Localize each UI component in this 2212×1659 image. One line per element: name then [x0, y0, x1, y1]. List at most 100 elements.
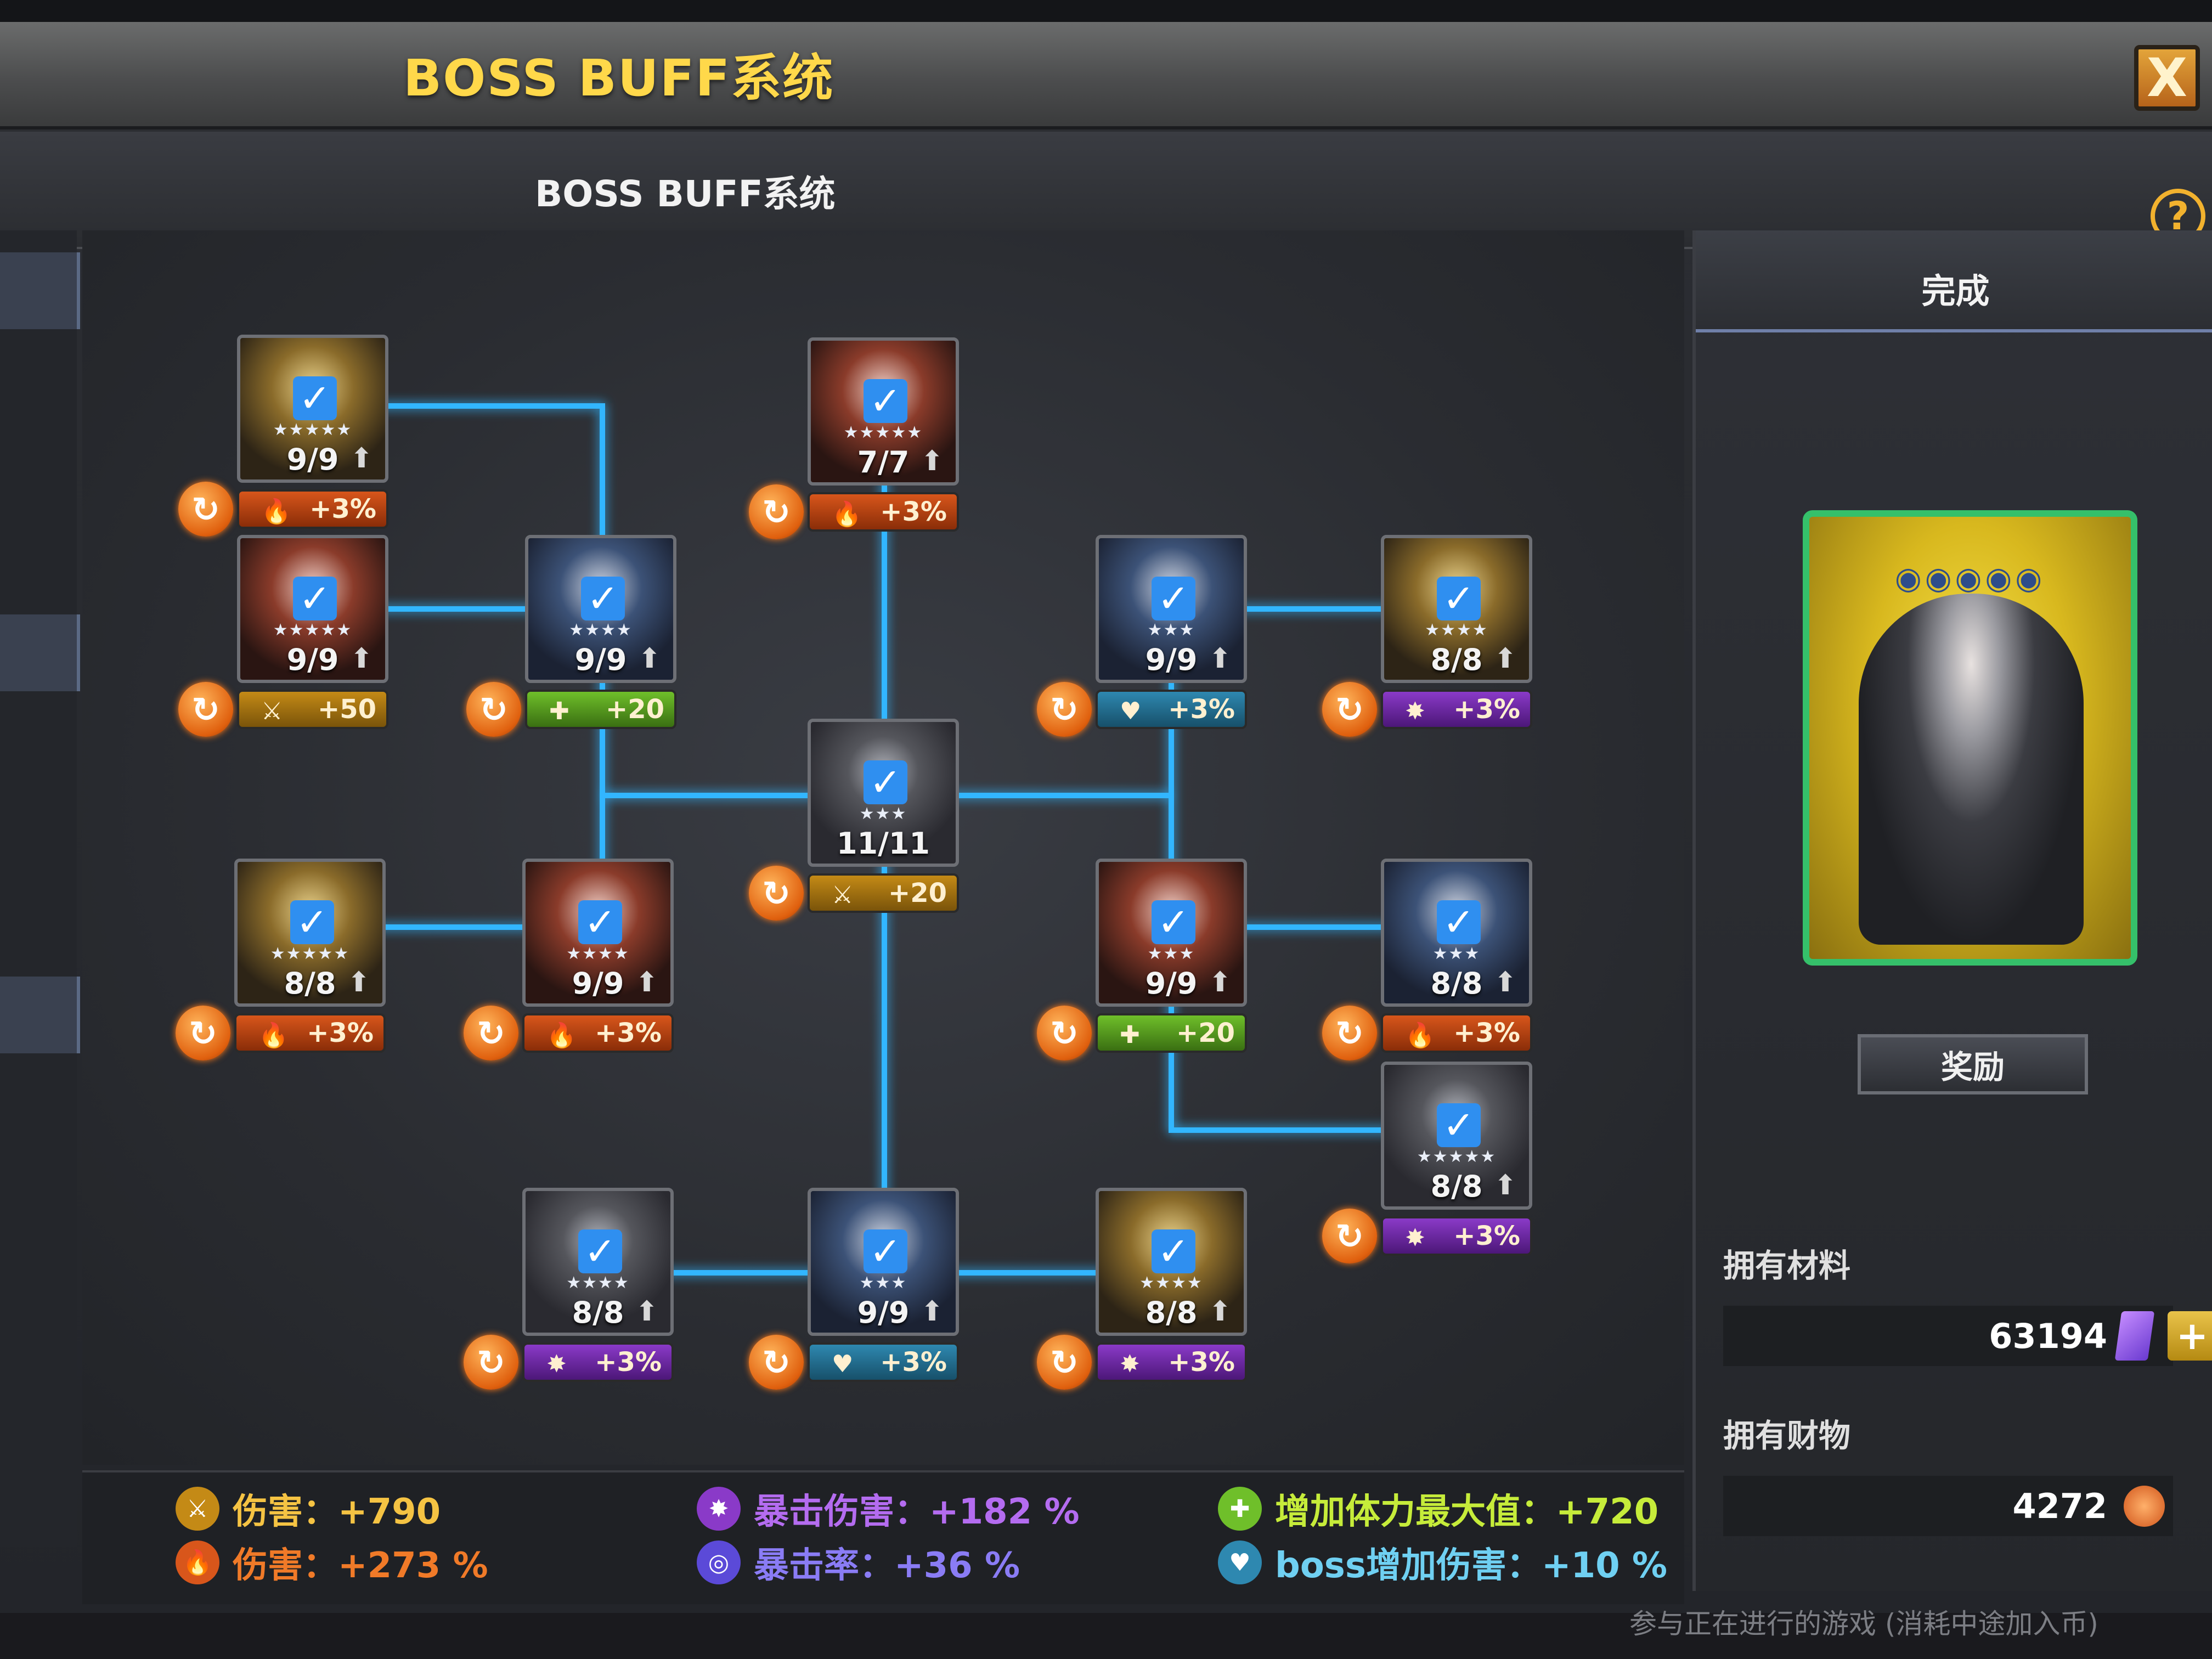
star-rating: ★★★★★: [270, 944, 350, 963]
upgrade-arrow-icon: ⬆: [1209, 1295, 1232, 1327]
upgrade-arrow-icon: ⬆: [635, 966, 658, 998]
left-tab-1[interactable]: [0, 252, 80, 329]
title-bar: BOSS BUFF系统 X: [0, 22, 2212, 129]
buff-node[interactable]: ✓ ★★★ 9/9 ⬆ ↻ ✚ +20: [1037, 859, 1254, 1060]
crit-icon: ✸: [546, 1350, 567, 1378]
buff-node[interactable]: ✓ ★★★ 11/11 ↻ ⚔ +20: [749, 719, 966, 921]
refresh-icon[interactable]: ↻: [466, 682, 521, 737]
buff-node[interactable]: ✓ ★★★★★ 8/8 ⬆ ↻ 🔥 +3%: [176, 859, 392, 1060]
refresh-icon[interactable]: ↻: [1322, 1006, 1377, 1060]
section-title: BOSS BUFF系统: [535, 173, 836, 215]
buff-value: +3%: [1168, 1347, 1235, 1378]
refresh-icon[interactable]: ↻: [176, 1006, 230, 1060]
node-progress: 9/9: [857, 1295, 910, 1330]
star-rating: ★★★: [1147, 620, 1195, 640]
star-rating: ★★★: [859, 804, 907, 823]
check-icon: ✓: [1152, 1229, 1195, 1274]
buff-node[interactable]: ✓ ★★★★★ 9/9 ⬆ ↻ 🔥 +3%: [178, 335, 395, 537]
node-progress: 9/9: [572, 966, 624, 1001]
buff-node[interactable]: ✓ ★★★★ 9/9 ⬆ ↻ ✚ +20: [466, 535, 683, 737]
refresh-icon[interactable]: ↻: [1037, 1006, 1092, 1060]
buff-node[interactable]: ✓ ★★★★★ 7/7 ⬆ ↻ 🔥 +3%: [749, 337, 966, 539]
refresh-icon[interactable]: ↻: [464, 1335, 518, 1390]
wealth-value: 4272: [2012, 1486, 2107, 1526]
close-button[interactable]: X: [2134, 45, 2200, 111]
check-icon: ✓: [1152, 900, 1195, 945]
buff-value: +3%: [880, 496, 947, 527]
buff-node[interactable]: ✓ ★★★★ 8/8 ⬆ ↻ ✸ +3%: [1322, 535, 1539, 737]
boss-portrait: ✓ ★★★★ 8/8 ⬆: [1096, 1188, 1247, 1336]
buff-value: +3%: [595, 1018, 662, 1048]
wealth-value-box: 4272: [1723, 1476, 2173, 1536]
buff-value: +50: [317, 694, 376, 725]
stats-summary: ⚔ 伤害：+790 🔥 伤害：+273 % ✸ 暴击伤害：+182 % ◎ 暴击…: [82, 1470, 1684, 1604]
node-progress: 9/9: [1145, 966, 1198, 1001]
boss-portrait: ✓ ★★★ 9/9 ⬆: [1096, 859, 1247, 1007]
sword-icon: ⚔: [832, 881, 854, 909]
buff-value: +20: [605, 694, 664, 725]
buff-bar: ✸ +3%: [1381, 690, 1532, 729]
upgrade-arrow-icon: ⬆: [347, 966, 370, 998]
buff-node[interactable]: ✓ ★★★ 9/9 ⬆ ↻ ♥ +3%: [749, 1188, 966, 1390]
stat-damage-pct: 🔥 伤害：+273 %: [176, 1537, 488, 1588]
boss-portrait: ✓ ★★★★ 8/8 ⬆: [522, 1188, 674, 1336]
node-progress: 9/9: [1145, 642, 1198, 677]
buff-node[interactable]: ✓ ★★★ 8/8 ⬆ ↻ 🔥 +3%: [1322, 859, 1539, 1060]
refresh-icon[interactable]: ↻: [1037, 682, 1092, 737]
stat-crit-rate: ◎ 暴击率：+36 %: [697, 1537, 1020, 1588]
hp-plus-icon: ✚: [1120, 1021, 1140, 1049]
buff-bar: ⚔ +50: [237, 690, 388, 729]
window-title: BOSS BUFF系统: [403, 49, 834, 108]
buff-value: +3%: [1453, 1018, 1520, 1048]
add-materials-button[interactable]: +: [2168, 1311, 2212, 1361]
buff-node[interactable]: ✓ ★★★★★ 9/9 ⬆ ↻ ⚔ +50: [178, 535, 395, 737]
buff-value: +3%: [1453, 694, 1520, 725]
refresh-icon[interactable]: ↻: [178, 682, 233, 737]
buff-node[interactable]: ✓ ★★★★★ 8/8 ⬆ ↻ ✸ +3%: [1322, 1062, 1539, 1263]
buff-bar: ✚ +20: [525, 690, 676, 729]
refresh-icon[interactable]: ↻: [1037, 1335, 1092, 1390]
node-progress: 8/8: [1430, 966, 1483, 1001]
reward-button[interactable]: 奖励: [1858, 1034, 2088, 1094]
hp-plus-icon: ✚: [549, 697, 569, 725]
buff-bar: 🔥 +3%: [1381, 1013, 1532, 1053]
upgrade-arrow-icon: ⬆: [1494, 1169, 1517, 1201]
refresh-icon[interactable]: ↻: [749, 1335, 804, 1390]
check-icon: ✓: [864, 379, 907, 424]
buff-node[interactable]: ✓ ★★★★ 8/8 ⬆ ↻ ✸ +3%: [1037, 1188, 1254, 1390]
boss-portrait: ✓ ★★★★★ 8/8 ⬆: [234, 859, 386, 1007]
buff-node[interactable]: ✓ ★★★★ 8/8 ⬆ ↻ ✸ +3%: [464, 1188, 680, 1390]
check-icon: ✓: [1437, 1103, 1481, 1148]
refresh-icon[interactable]: ↻: [749, 484, 804, 539]
buff-node[interactable]: ✓ ★★★★ 9/9 ⬆ ↻ 🔥 +3%: [464, 859, 680, 1060]
refresh-icon[interactable]: ↻: [1322, 682, 1377, 737]
buff-bar: ✸ +3%: [522, 1342, 674, 1382]
node-progress: 9/9: [286, 642, 339, 677]
check-icon: ✓: [864, 1229, 907, 1274]
fire-icon: 🔥: [261, 498, 291, 526]
left-tab-2[interactable]: [0, 614, 80, 691]
reward-card[interactable]: ◉◉◉◉◉: [1803, 510, 2137, 966]
buff-bar: ✸ +3%: [1381, 1216, 1532, 1256]
refresh-icon[interactable]: ↻: [464, 1006, 518, 1060]
sword-icon: ⚔: [176, 1487, 219, 1531]
boss-heart-icon: ♥: [1218, 1541, 1262, 1584]
check-icon: ✓: [290, 900, 334, 945]
buff-bar: ✸ +3%: [1096, 1342, 1247, 1382]
completion-title: 完成: [1921, 271, 1990, 311]
left-tab-3[interactable]: [0, 977, 80, 1053]
crit-icon: ✸: [1405, 697, 1425, 725]
upgrade-arrow-icon: ⬆: [1494, 966, 1517, 998]
materials-value: 63194: [1989, 1316, 2107, 1356]
refresh-icon[interactable]: ↻: [178, 482, 233, 537]
check-icon: ✓: [578, 1229, 622, 1274]
stat-crit-damage: ✸ 暴击伤害：+182 %: [697, 1483, 1080, 1534]
boss-portrait: ✓ ★★★★★ 9/9 ⬆: [237, 335, 388, 483]
buff-bar: ⚔ +20: [808, 873, 959, 913]
materials-label: 拥有材料: [1723, 1247, 1851, 1284]
boss-heart-icon: ♥: [1120, 697, 1142, 725]
buff-node[interactable]: ✓ ★★★ 9/9 ⬆ ↻ ♥ +3%: [1037, 535, 1254, 737]
upgrade-arrow-icon: ⬆: [1209, 642, 1232, 674]
refresh-icon[interactable]: ↻: [749, 866, 804, 921]
refresh-icon[interactable]: ↻: [1322, 1209, 1377, 1263]
